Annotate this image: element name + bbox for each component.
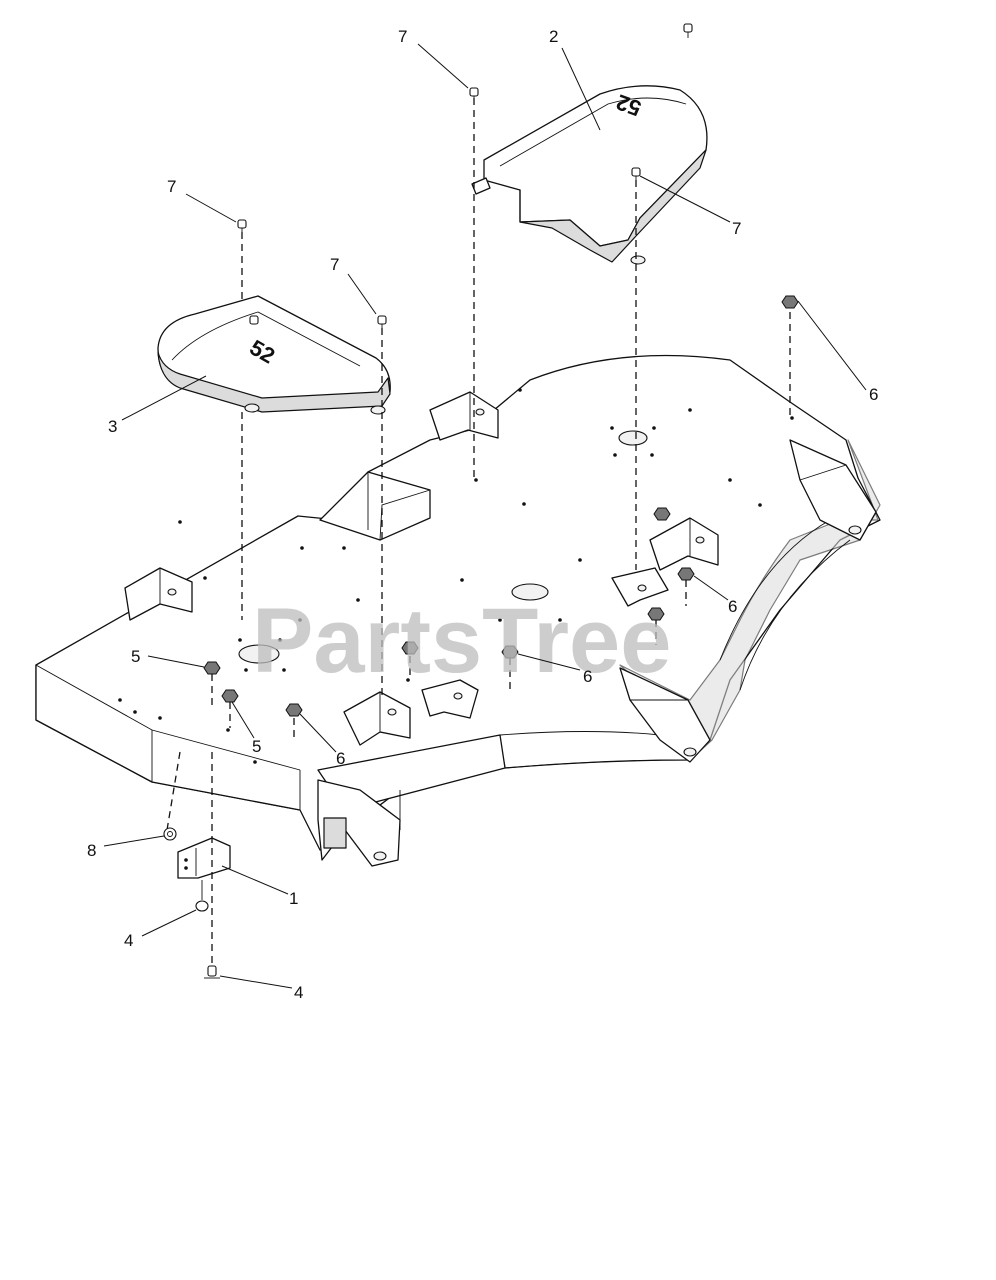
callouts: 2 7 7 7 7 3 6 6 6 6 5 5 8 1 4 4 [87, 27, 878, 1002]
alignment-lines [165, 98, 791, 972]
callout-8: 5 [252, 737, 261, 756]
bolt-4-pin [195, 880, 209, 912]
callout-1: 1 [289, 889, 298, 908]
nut-5-deck [203, 661, 221, 675]
bracket-center-front [421, 679, 479, 719]
bracket-left-front [343, 691, 411, 746]
skid-bracket-right-rear [789, 439, 877, 541]
bolt-4-lower [204, 965, 220, 979]
bracket-center-rear [429, 391, 499, 441]
part-1-bracket [177, 837, 231, 879]
bolt-7-mid [377, 315, 387, 330]
nut-5-below [163, 827, 177, 841]
callout-5-below: 8 [87, 841, 96, 860]
callout-7-top: 7 [398, 27, 407, 46]
callout-6-center: 6 [583, 667, 592, 686]
bracket-right [649, 517, 719, 571]
bracket-right-lower [611, 567, 669, 607]
skid-bracket-right-front [619, 667, 711, 763]
callout-6-right-lower: 6 [728, 597, 737, 616]
callout-7-left: 7 [167, 177, 176, 196]
bracket-left-rear [124, 567, 193, 621]
fasteners [163, 23, 799, 979]
callout-4-lower: 4 [294, 983, 303, 1002]
callout-6-right: 6 [869, 385, 878, 404]
callout-5-deck: 5 [131, 647, 140, 666]
part-2-right-cover: 52 [471, 85, 708, 265]
nut-6-right-rear [781, 295, 799, 309]
skid-bracket-left-front [317, 779, 401, 867]
callout-3: 3 [108, 417, 117, 436]
bolt-7-right [631, 167, 641, 182]
bolt-7-left-top [237, 219, 247, 234]
nut-6-right-lower-2 [647, 607, 665, 621]
spindle-holes [238, 430, 648, 664]
nut-6-left [285, 703, 303, 717]
bolt-7-top [469, 87, 479, 102]
callout-7-mid: 7 [330, 255, 339, 274]
bolt-loose-top [683, 23, 693, 38]
nut-6-front [401, 641, 419, 655]
leader-lines [103, 43, 867, 989]
callout-4-pin: 4 [124, 931, 133, 950]
mounting-holes [118, 388, 794, 764]
nut-6-right-lower [677, 567, 695, 581]
callout-7-right: 7 [732, 219, 741, 238]
nut-6-center [501, 645, 519, 659]
callout-6-left: 6 [336, 749, 345, 768]
nut-6-bracket-right [653, 507, 671, 521]
watermark: PartsTree [252, 590, 671, 692]
nut-8 [221, 689, 239, 703]
part-3-left-cover: 52 [157, 295, 391, 415]
bolt-on-left-cover [249, 315, 259, 325]
callout-2: 2 [549, 27, 558, 46]
